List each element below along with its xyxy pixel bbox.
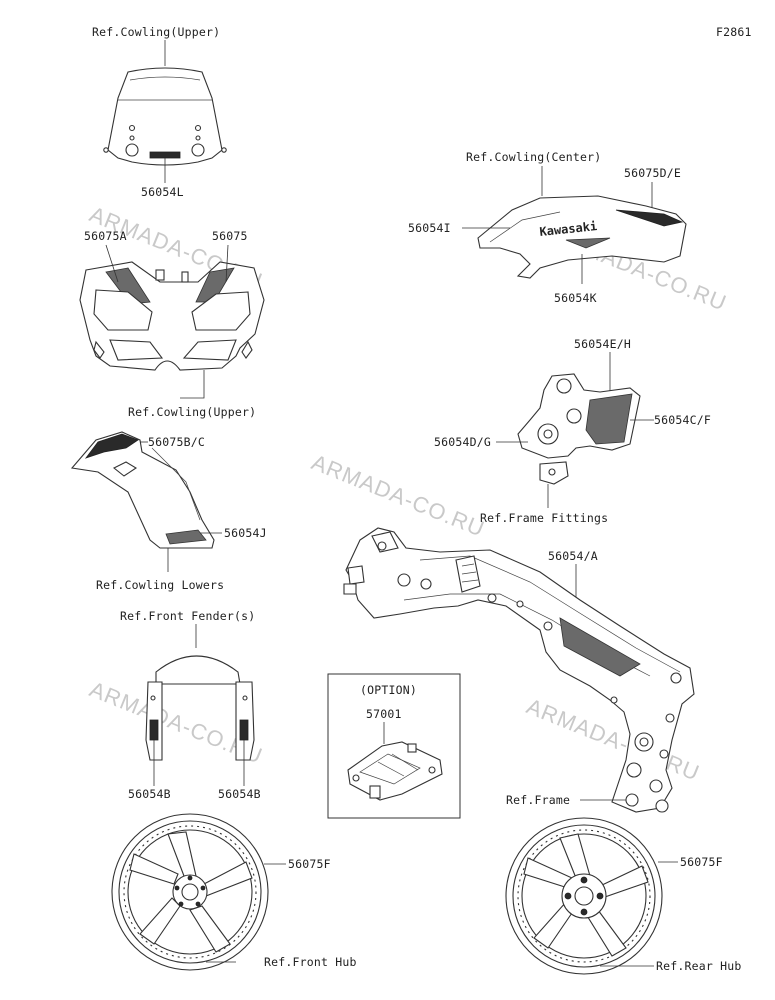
cowling-lower-part[interactable] <box>70 431 215 549</box>
rear-wheel-part[interactable] <box>505 817 663 975</box>
ref-cowling-upper-mid-label: Ref.Cowling(Upper) <box>128 405 256 419</box>
leader-line <box>602 352 611 397</box>
part-56054L-label: 56054L <box>141 185 184 199</box>
ref-frame-fittings-label: Ref.Frame Fittings <box>480 511 608 525</box>
ref-frame-label: Ref.Frame <box>506 793 570 807</box>
part-56054A-label: 56054/A <box>548 549 598 563</box>
part-56075A-label: 56075A <box>84 229 127 243</box>
part-56054CF-label: 56054C/F <box>654 413 711 427</box>
part-56054B-right-label: 56054B <box>218 787 261 801</box>
part-56075BC-label: 56075B/C <box>148 435 205 449</box>
front-wheel-part[interactable] <box>111 813 269 971</box>
part-56054DG-label: 56054D/G <box>434 435 491 449</box>
part-56054EH-label: 56054E/H <box>574 337 631 351</box>
watermark-3: ARMADA-CO.RU <box>308 449 488 541</box>
leader-line <box>225 244 229 283</box>
leader-line <box>180 370 205 399</box>
figure-code: F2861 <box>716 25 752 39</box>
part-56054K-label: 56054K <box>554 291 597 305</box>
option-part-57001[interactable] <box>347 741 443 801</box>
part-56075-label: 56075 <box>212 229 248 243</box>
ref-cowling-lowers-label: Ref.Cowling Lowers <box>96 578 224 592</box>
part-56054I-label: 56054I <box>408 221 451 235</box>
ref-front-hub-label: Ref.Front Hub <box>264 955 357 969</box>
part-56075F-front-label: 56075F <box>288 857 331 871</box>
option-box: (OPTION) 57001 <box>327 673 461 819</box>
frame-part[interactable] <box>343 527 695 813</box>
frame-fitting-part[interactable] <box>517 373 641 485</box>
leader-line <box>105 244 119 283</box>
kawasaki-decal-text: Kawasaki <box>539 219 598 239</box>
ref-front-fenders-label: Ref.Front Fender(s) <box>120 609 255 623</box>
part-56054J-label: 56054J <box>224 526 267 540</box>
front-fender-part[interactable] <box>145 655 255 761</box>
ref-rear-hub-label: Ref.Rear Hub <box>656 959 741 973</box>
ref-cowling-upper-top-label: Ref.Cowling(Upper) <box>92 25 220 39</box>
upper-cowling-part[interactable] <box>79 261 265 371</box>
part-56075DE-label: 56075D/E <box>624 166 681 180</box>
center-cowling-part[interactable]: Kawasaki <box>477 195 687 279</box>
windshield-part[interactable] <box>103 67 227 166</box>
part-56054B-left-label: 56054B <box>128 787 171 801</box>
ref-cowling-center-label: Ref.Cowling(Center) <box>466 150 601 164</box>
part-56075F-rear-label: 56075F <box>680 855 723 869</box>
option-title: (OPTION) <box>360 683 417 697</box>
part-57001-label: 57001 <box>366 707 402 721</box>
